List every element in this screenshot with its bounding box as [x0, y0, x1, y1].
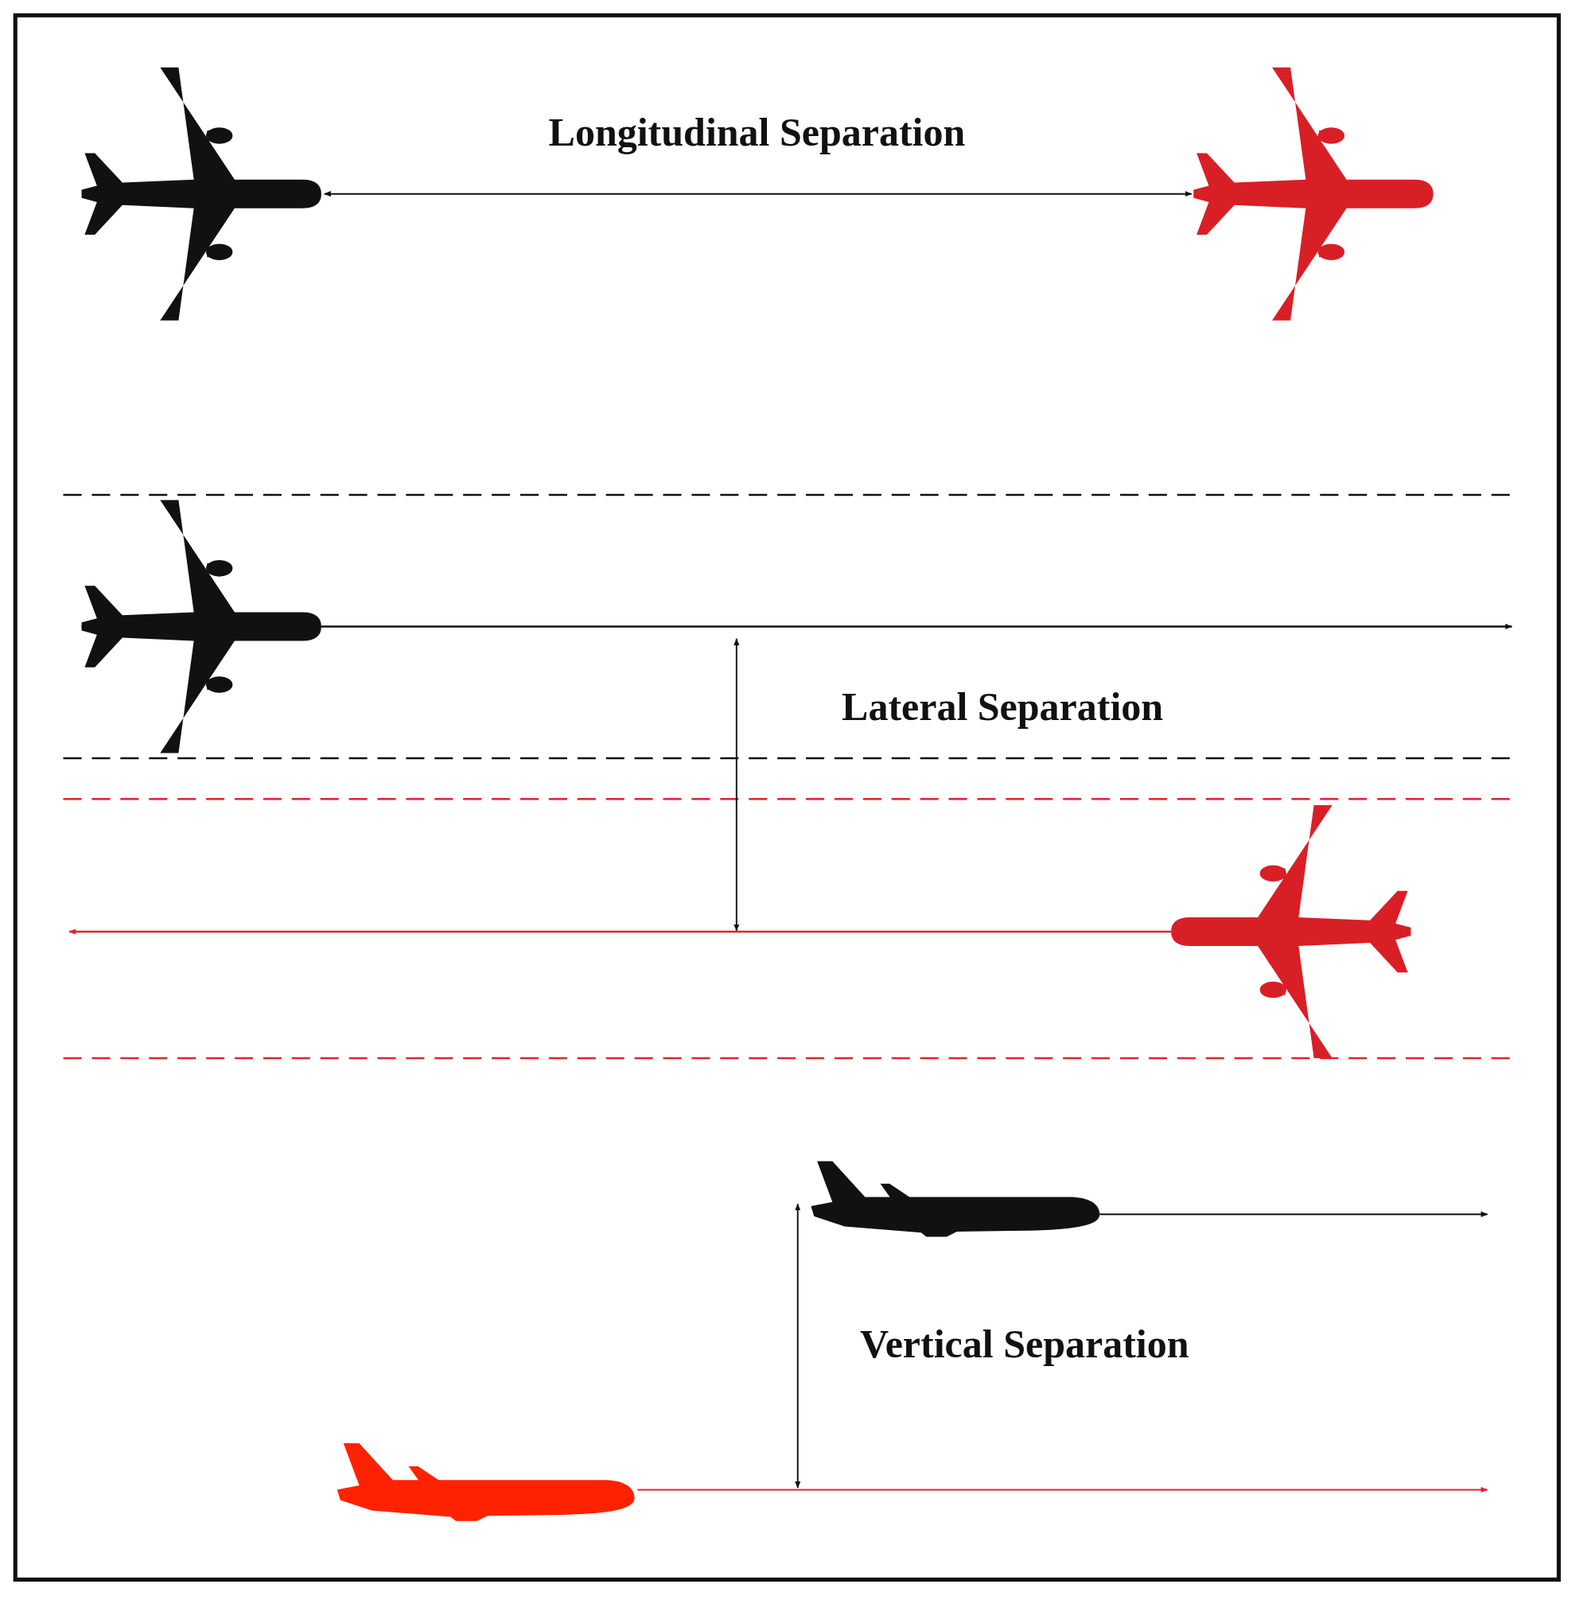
route-boundary: [63, 494, 1514, 497]
distance-arrow: [797, 1203, 799, 1488]
distance-arrow: [735, 638, 738, 931]
aircraft-red: [1171, 805, 1411, 1059]
section-label: Longitudinal Separation: [545, 110, 969, 155]
track-line: [69, 930, 1172, 934]
route-boundary: [63, 757, 1514, 760]
aircraft-black-side: [810, 1161, 1100, 1238]
distance-arrow: [324, 193, 1192, 195]
aircraft-red-side: [337, 1443, 635, 1522]
aircraft-black: [81, 499, 322, 753]
track-line: [1099, 1213, 1487, 1215]
section-label: Lateral Separation: [838, 684, 1167, 729]
route-boundary: [63, 797, 1514, 801]
aircraft-red: [1193, 67, 1433, 321]
route-boundary: [63, 1057, 1514, 1060]
track-line: [637, 1489, 1487, 1491]
section-label: Vertical Separation: [856, 1322, 1192, 1366]
frame: [15, 15, 1559, 1580]
aircraft-black: [81, 67, 322, 321]
